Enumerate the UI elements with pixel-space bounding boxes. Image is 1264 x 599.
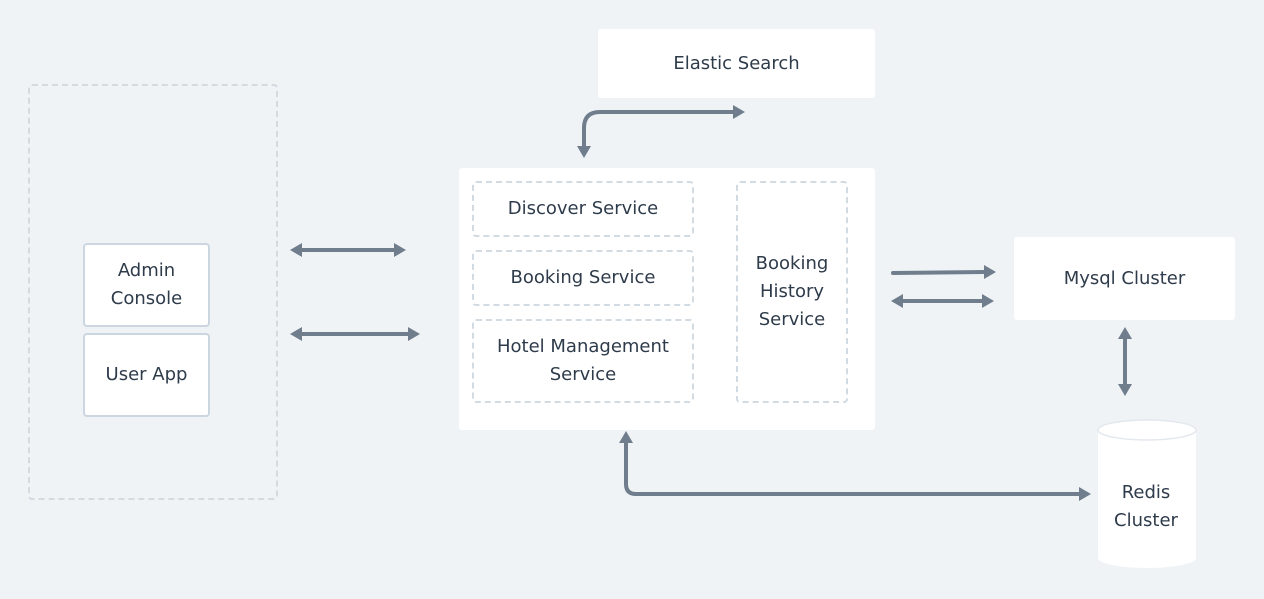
elastic-search-label: Elastic Search	[673, 52, 800, 74]
booking-history-service-box: Booking History Service	[736, 181, 848, 403]
arrowhead	[982, 294, 994, 308]
client-group	[28, 84, 278, 500]
user-app-label: User App	[105, 364, 188, 385]
arrowhead	[619, 431, 633, 443]
services-container	[459, 168, 875, 430]
discover-service-label: Discover Service	[507, 198, 659, 219]
mysql-cluster-label: Mysql Cluster	[1063, 267, 1186, 289]
booking-service-label: Booking Service	[510, 267, 656, 288]
arrowhead	[290, 327, 302, 341]
discover-service-box: Discover Service	[472, 181, 694, 237]
hotel-management-service-label: Hotel Management Service	[497, 336, 669, 385]
user-app-box: User App	[83, 333, 210, 417]
mysql-cluster-box: Mysql Cluster	[1014, 237, 1235, 320]
arrowhead	[577, 146, 591, 158]
booking-history-service-label: Booking History Service	[755, 253, 829, 330]
admin-console-box: Admin Console	[83, 243, 210, 327]
arrow-services-to-mysql	[891, 270, 987, 275]
arrowhead	[733, 105, 745, 119]
arrowhead	[1118, 327, 1132, 339]
redis-cluster-label: Redis Cluster	[1114, 482, 1178, 531]
hotel-management-service-box: Hotel Management Service	[472, 319, 694, 403]
elastic-search-box: Elastic Search	[598, 29, 875, 98]
arrowhead	[290, 243, 302, 257]
arrowhead	[891, 294, 903, 308]
arrow-elastic-search	[582, 110, 735, 150]
arrowhead	[408, 327, 420, 341]
admin-console-label: Admin Console	[110, 260, 183, 309]
arrow-services-redis	[624, 440, 1082, 496]
arrowhead	[1118, 384, 1132, 396]
redis-cylinder	[1097, 419, 1197, 568]
booking-service-box: Booking Service	[472, 250, 694, 306]
arrowhead	[1079, 487, 1091, 501]
arrowhead	[394, 243, 406, 257]
arrowhead	[984, 265, 996, 279]
